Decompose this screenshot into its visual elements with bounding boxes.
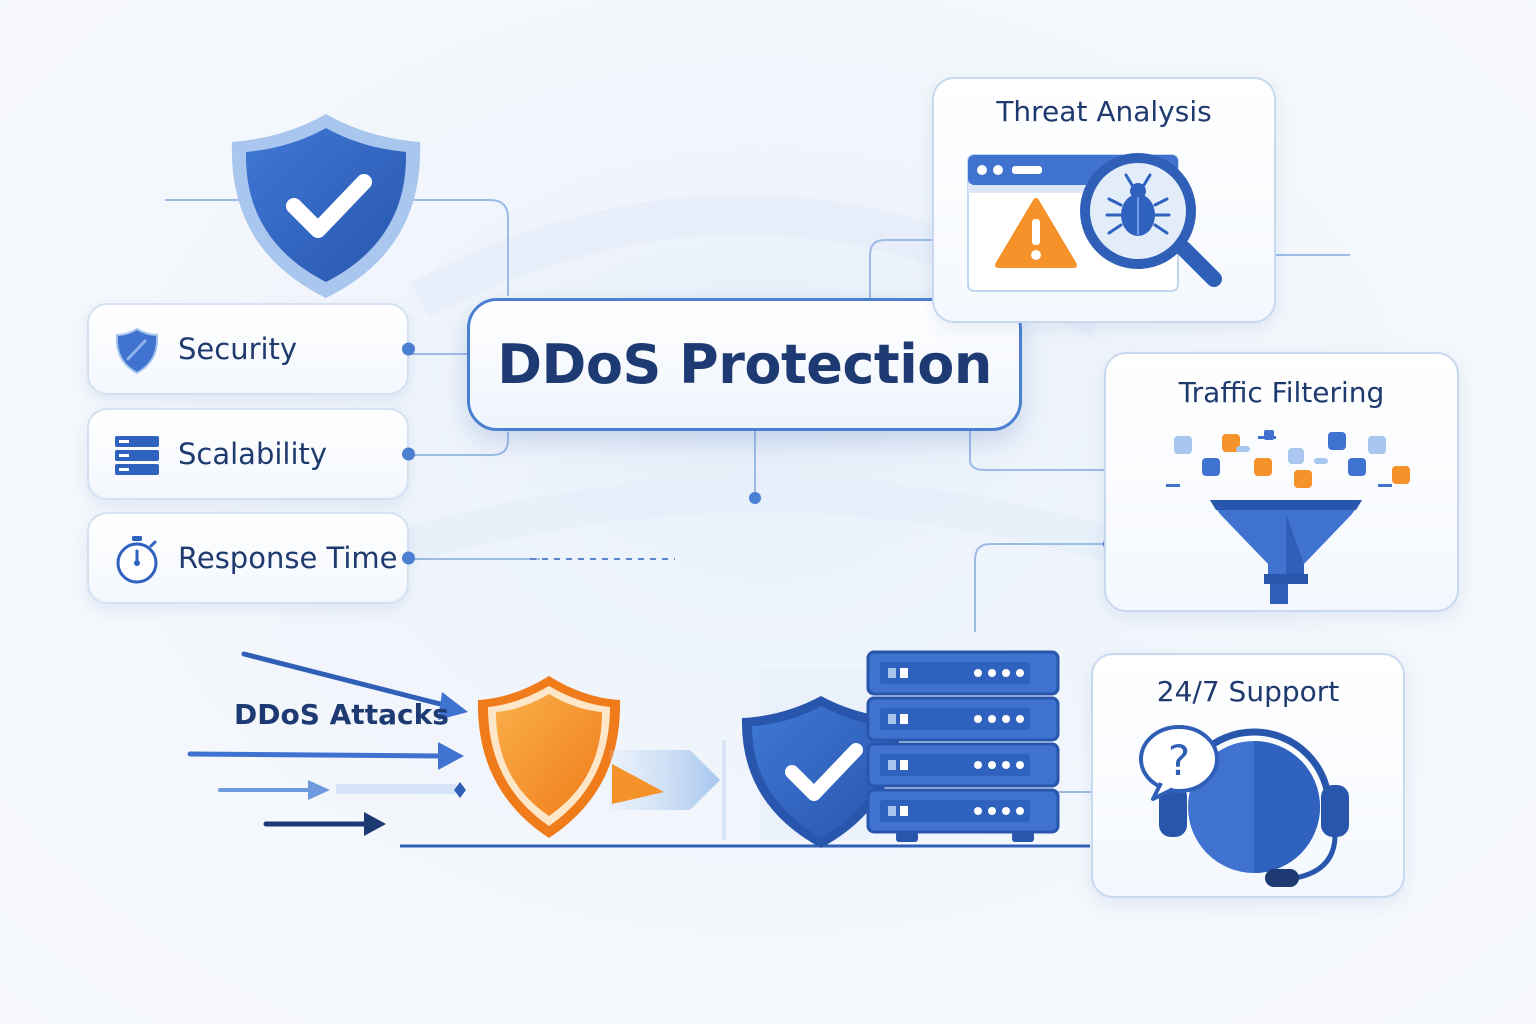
feature-label-response-time: Response Time	[178, 541, 398, 575]
connector-dot	[402, 342, 415, 356]
traffic-filtering-illustration	[1166, 430, 1410, 604]
bug-icon	[1105, 173, 1171, 236]
support-illustration: ?	[1139, 725, 1349, 887]
protected-shield-check-icon	[741, 696, 901, 848]
data-packets	[1166, 430, 1410, 488]
server-rack-icon	[866, 650, 1060, 842]
attack-arrow	[241, 651, 468, 720]
stopwatch-icon	[116, 536, 158, 584]
warning-icon	[995, 198, 1077, 268]
attack-arrows	[187, 651, 468, 836]
connector-dot	[402, 447, 415, 461]
filtered-traffic-beam	[610, 740, 726, 840]
traffic-filtering-title: Traffic Filtering	[1178, 376, 1385, 409]
threat-analysis-panel[interactable]: Threat Analysis	[932, 77, 1276, 323]
shield-icon	[115, 327, 159, 375]
ddos-protection-card[interactable]: DDoS Protection	[467, 298, 1022, 431]
server-unit	[866, 742, 1060, 788]
headset-icon	[1159, 728, 1349, 887]
feature-label-scalability: Scalability	[178, 437, 328, 471]
attack-arrow	[218, 780, 330, 800]
attack-arrow	[187, 742, 464, 770]
threat-analysis-illustration	[967, 153, 1222, 292]
ddos-attacks-label: DDoS Attacks	[234, 698, 449, 731]
support-panel[interactable]: 24/7 Support ?	[1091, 653, 1405, 898]
traffic-filtering-panel[interactable]: Traffic Filtering	[1104, 352, 1459, 612]
main-title: DDoS Protection	[497, 333, 992, 396]
large-shield-check-icon	[231, 114, 421, 298]
question-bubble-icon: ?	[1139, 725, 1219, 801]
threat-analysis-title: Threat Analysis	[996, 95, 1212, 128]
connector-dot	[402, 551, 415, 565]
feature-card-security[interactable]: Security	[87, 303, 415, 395]
orange-shield-icon	[477, 676, 621, 838]
feature-card-response-time[interactable]: Response Time	[87, 512, 415, 604]
server-unit	[866, 696, 1060, 742]
support-title: 24/7 Support	[1156, 675, 1340, 708]
server-unit	[866, 650, 1060, 696]
funnel-icon	[1210, 500, 1362, 604]
feature-card-scalability[interactable]: Scalability	[87, 408, 415, 500]
server-stack-icon	[115, 436, 159, 475]
attack-arrow	[263, 812, 386, 836]
svg-text:?: ?	[1168, 736, 1190, 785]
server-unit	[866, 788, 1060, 834]
feature-label-security: Security	[178, 332, 298, 366]
